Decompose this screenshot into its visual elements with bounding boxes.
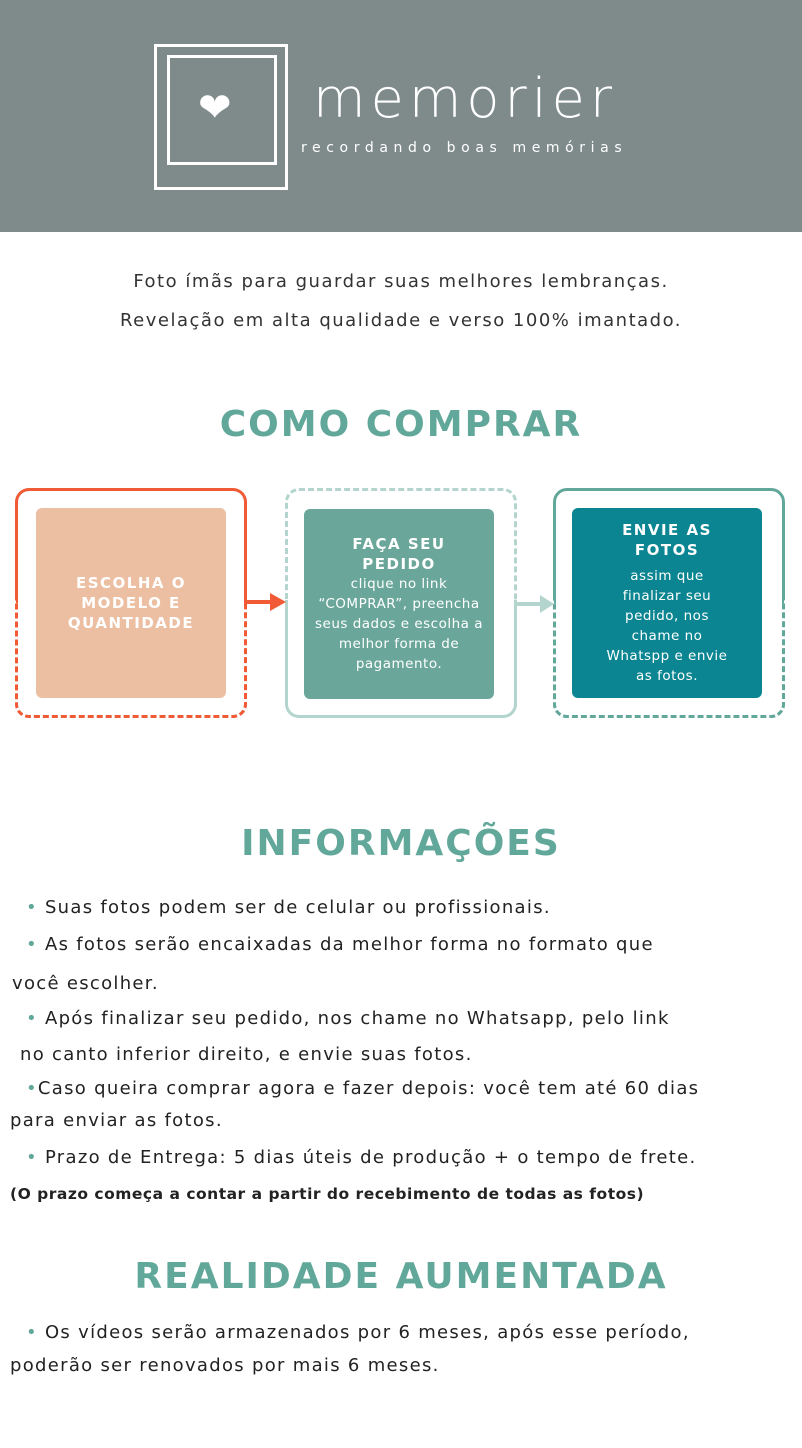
logo-inner-frame [167, 55, 277, 165]
step-2-card: FAÇA SEU PEDIDO clique no link “COMPRAR”… [304, 509, 494, 699]
step-title: FAÇA SEU PEDIDO [352, 535, 446, 573]
ar-item-cont: poderão ser renovados por mais 6 meses. [10, 1355, 440, 1376]
info-item: • As fotos serão encaixadas da melhor fo… [26, 934, 654, 955]
step-desc: clique no link “COMPRAR”, preencha seus … [315, 576, 483, 672]
section-title-informacoes: INFORMAÇÕES [241, 823, 561, 864]
step-title: ESCOLHA O MODELO E QUANTIDADE [67, 574, 195, 632]
intro-line: Revelação em alta qualidade e verso 100%… [119, 310, 683, 331]
arrow-line [514, 602, 542, 606]
intro-line: Foto ímãs para guardar suas melhores lem… [133, 271, 669, 292]
info-item: •Caso queira comprar agora e fazer depoi… [26, 1078, 700, 1099]
arrow-line [244, 600, 272, 604]
info-item: • Suas fotos podem ser de celular ou pro… [26, 897, 551, 918]
info-item: • Após finalizar seu pedido, nos chame n… [26, 1008, 670, 1029]
brand-tagline: recordando boas memórias [301, 140, 628, 156]
arrow-right-icon [540, 595, 554, 613]
info-item: • Prazo de Entrega: 5 dias úteis de prod… [26, 1147, 697, 1168]
step-3-card: ENVIE AS FOTOS assim que finalizar seu p… [572, 508, 762, 698]
section-title-como-comprar: COMO COMPRAR [219, 404, 583, 445]
heart-icon: ❤ [198, 85, 232, 131]
ar-item: • Os vídeos serão armazenados por 6 mese… [26, 1322, 690, 1343]
logo-frame [154, 44, 288, 190]
step-1-card: ESCOLHA O MODELO E QUANTIDADE [36, 508, 226, 698]
arrow-right-icon [270, 593, 286, 611]
step-desc: assim que finalizar seu pedido, nos cham… [606, 568, 728, 684]
step-title: ENVIE AS FOTOS [622, 521, 712, 559]
info-item-cont: para enviar as fotos. [10, 1110, 223, 1131]
info-item-cont: você escolher. [12, 973, 159, 994]
section-title-realidade: REALIDADE AUMENTADA [134, 1256, 668, 1297]
header-banner [0, 0, 802, 232]
info-note: (O prazo começa a contar a partir do rec… [10, 1185, 645, 1203]
info-item-cont: no canto inferior direito, e envie suas … [20, 1044, 473, 1065]
brand-name: memorier [313, 67, 618, 130]
